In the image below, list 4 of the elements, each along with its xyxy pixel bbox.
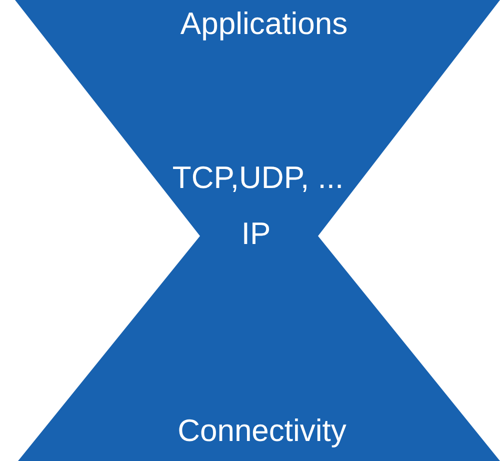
layer-label: IP	[241, 216, 271, 252]
layer-label: Applications	[180, 6, 348, 42]
layer-label: TCP,UDP, ...	[172, 160, 344, 196]
layer-label: Connectivity	[178, 413, 346, 449]
